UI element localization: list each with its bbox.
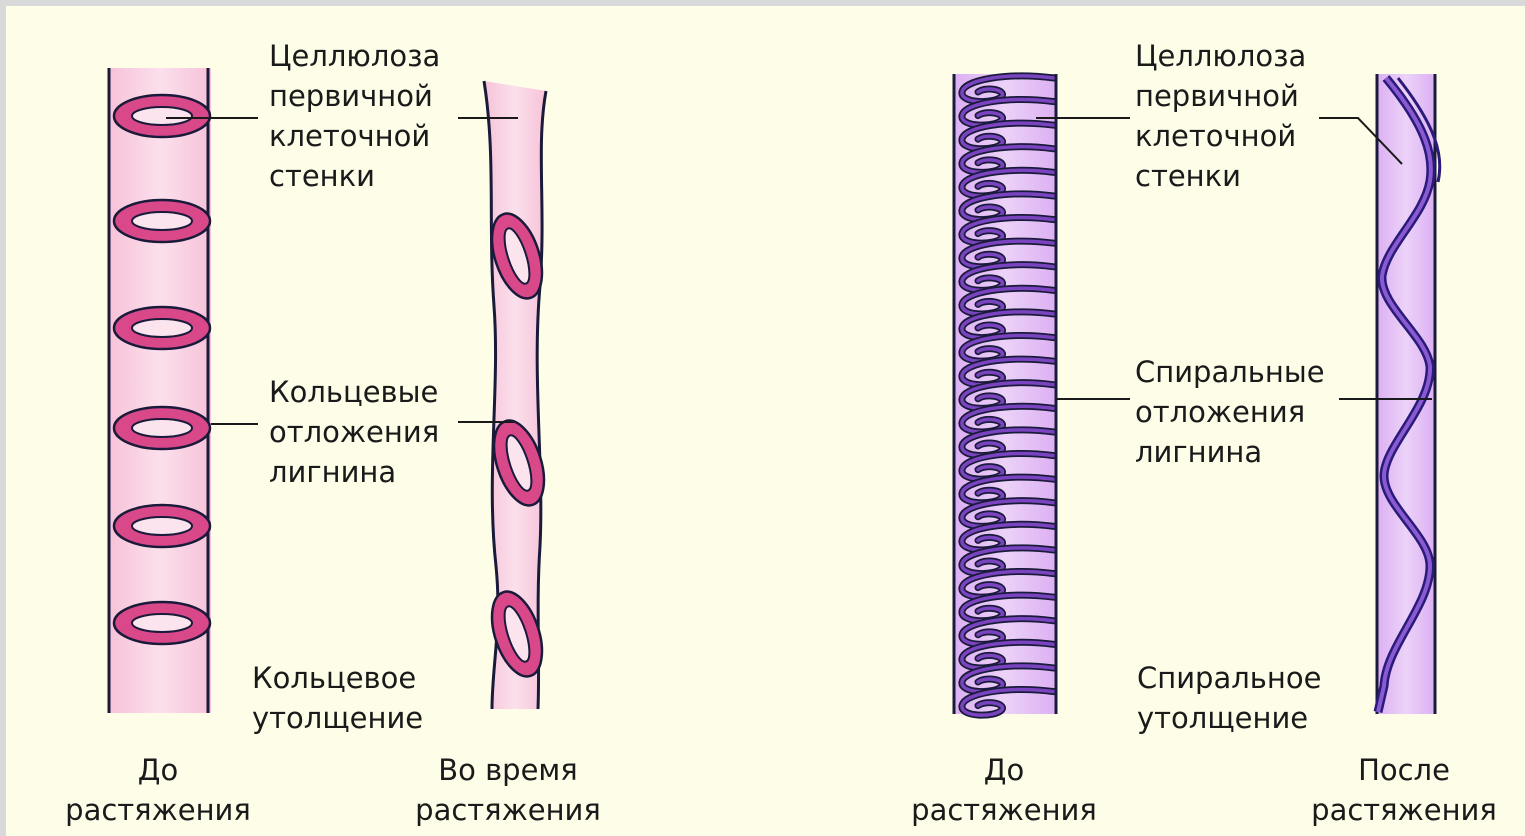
- lignin-ring: [114, 602, 210, 644]
- lignin-ring: [114, 307, 210, 349]
- lignin-ring: [114, 200, 210, 242]
- lignin-ring: [114, 407, 210, 449]
- annular-vessel-before: [109, 68, 211, 713]
- spiral-vessel-after: [1377, 74, 1440, 714]
- lignin-ring: [114, 95, 210, 137]
- spiral-vessel-before: [954, 74, 1056, 715]
- annular-vessel-during: [482, 81, 553, 709]
- lignin-ring: [114, 505, 210, 547]
